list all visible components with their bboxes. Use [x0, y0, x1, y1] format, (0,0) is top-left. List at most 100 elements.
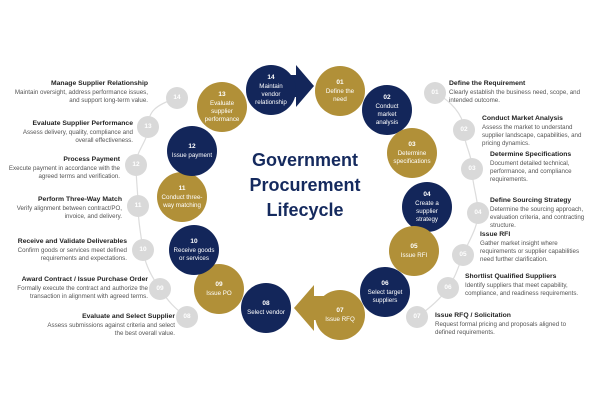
desc-body: Formally execute the contract and author…	[17, 285, 148, 301]
connector-dot-01: 01	[424, 82, 446, 104]
desc-body: Clearly establish the business need, sco…	[449, 89, 581, 105]
desc-determine-specifications: Determine Specifications Document detail…	[490, 150, 598, 184]
step-number: 04	[423, 191, 431, 199]
desc-perform-three-way-match: Perform Three-Way Match Verify alignment…	[2, 195, 122, 221]
step-number: 05	[410, 243, 418, 251]
desc-heading: Issue RFQ / Solicitation	[435, 312, 511, 319]
connector-dot-10: 10	[132, 239, 154, 261]
desc-body: Assess the market to understand supplier…	[482, 124, 582, 148]
step-label: Define the need	[325, 87, 355, 103]
desc-body: Confirm goods or services meet defined r…	[17, 247, 127, 263]
step-label: Receive goods or services	[173, 246, 215, 262]
desc-award-contract-issue-purchase-order: Award Contract / Issue Purchase Order Fo…	[0, 275, 148, 301]
step-label: Maintain vendor relationship	[255, 82, 287, 106]
desc-heading: Evaluate Supplier Performance	[32, 120, 133, 127]
desc-heading: Conduct Market Analysis	[482, 115, 563, 122]
step-label: Issue PO	[206, 289, 232, 297]
desc-body: Maintain oversight, address performance …	[14, 89, 148, 105]
desc-conduct-market-analysis: Conduct Market Analysis Assess the marke…	[482, 114, 594, 148]
desc-heading: Define the Requirement	[449, 80, 526, 87]
connector-dot-07: 07	[406, 306, 428, 328]
desc-heading: Manage Supplier Relationship	[50, 80, 148, 87]
desc-process-payment: Process Payment Execute payment in accor…	[2, 155, 120, 181]
lifecycle-step-09: 09 Issue PO	[194, 264, 244, 314]
lifecycle-step-02: 02 Conduct market analysis	[362, 85, 412, 135]
step-label: Conduct market analysis	[375, 102, 399, 126]
step-label: Determine specifications	[393, 149, 431, 165]
connector-dot-04: 04	[467, 202, 489, 224]
step-label: Issue RFQ	[325, 315, 355, 323]
desc-body: Request formal pricing and proposals ali…	[435, 321, 567, 337]
desc-heading: Award Contract / Issue Purchase Order	[21, 276, 148, 283]
step-number: 11	[178, 185, 186, 193]
step-number: 14	[267, 74, 275, 82]
desc-heading: Receive and Validate Deliverables	[17, 238, 127, 245]
desc-body: Determine the sourcing approach, evaluat…	[490, 206, 585, 230]
step-label: Issue RFI	[400, 251, 428, 259]
lifecycle-step-05: 05 Issue RFI	[389, 226, 439, 276]
desc-heading: Perform Three-Way Match	[38, 196, 122, 203]
desc-manage-supplier-relationship: Manage Supplier Relationship Maintain ov…	[13, 79, 148, 105]
connector-dot-13: 13	[137, 116, 159, 138]
connector-dot-05: 05	[452, 244, 474, 266]
desc-body: Assess submissions against criteria and …	[47, 322, 175, 338]
connector-dot-12: 12	[125, 154, 147, 176]
desc-evaluate-supplier-performance: Evaluate Supplier Performance Assess del…	[3, 119, 133, 145]
connector-dot-02: 02	[453, 119, 475, 141]
connector-dot-11: 11	[127, 195, 149, 217]
desc-receive-and-validate-deliverables: Receive and Validate Deliverables Confir…	[0, 237, 127, 263]
lifecycle-step-04: 04 Create a supplier strategy	[402, 182, 452, 232]
step-number: 10	[190, 238, 198, 246]
connector-dot-09: 09	[149, 278, 171, 300]
title-line-3: Lifecycle	[266, 200, 344, 220]
step-number: 13	[218, 91, 226, 99]
step-number: 09	[215, 281, 223, 289]
step-number: 03	[408, 141, 416, 149]
desc-heading: Evaluate and Select Supplier	[82, 313, 175, 320]
title-line-1: Government	[251, 150, 359, 170]
lifecycle-step-10: 10 Receive goods or services	[169, 225, 219, 275]
step-label: Create a supplier strategy	[415, 199, 439, 223]
lifecycle-step-11: 11 Conduct three-way matching	[157, 172, 207, 222]
step-label: Conduct three-way matching	[161, 193, 203, 209]
step-number: 08	[262, 300, 270, 308]
desc-heading: Determine Specifications	[490, 151, 572, 158]
desc-define-sourcing-strategy: Define Sourcing Strategy Determine the s…	[490, 196, 598, 230]
desc-body: Execute payment in accordance with the a…	[8, 165, 120, 181]
desc-evaluate-and-select-supplier: Evaluate and Select Supplier Assess subm…	[47, 312, 175, 338]
desc-body: Verify alignment between contract/PO, in…	[16, 205, 122, 221]
desc-define-the-requirement: Define the Requirement Clearly establish…	[449, 79, 584, 105]
lifecycle-step-07: 07 Issue RFQ	[315, 290, 365, 340]
desc-shortlist-qualified-suppliers: Shortlist Qualified Suppliers Identify s…	[465, 272, 598, 298]
connector-dot-06: 06	[437, 277, 459, 299]
desc-heading: Define Sourcing Strategy	[490, 197, 572, 204]
desc-issue-rfi: Issue RFI Gather market insight where re…	[480, 230, 592, 264]
title-line-2: Procurement	[249, 175, 361, 195]
lifecycle-step-12: 12 Issue payment	[167, 126, 217, 176]
step-label: Evaluate supplier performance	[204, 99, 240, 123]
step-label: Select target suppliers	[367, 288, 403, 304]
desc-heading: Issue RFI	[480, 231, 511, 238]
step-label: Select vendor	[247, 308, 285, 316]
desc-body: Assess delivery, quality, compliance and…	[22, 129, 133, 145]
lifecycle-step-06: 06 Select target suppliers	[360, 267, 410, 317]
connector-dot-03: 03	[461, 158, 483, 180]
desc-heading: Shortlist Qualified Suppliers	[465, 273, 557, 280]
step-number: 06	[381, 280, 389, 288]
step-number: 01	[336, 79, 344, 87]
connector-dot-14: 14	[166, 87, 188, 109]
desc-body: Document detailed technical, performance…	[490, 160, 572, 184]
lifecycle-step-13: 13 Evaluate supplier performance	[197, 82, 247, 132]
desc-body: Identify suppliers that meet capability,…	[465, 282, 579, 298]
desc-body: Gather market insight where requirements…	[480, 240, 580, 264]
lifecycle-step-14: 14 Maintain vendor relationship	[246, 65, 296, 115]
lifecycle-step-01: 01 Define the need	[315, 66, 365, 116]
page-title: Government Procurement Lifecycle	[205, 148, 405, 223]
connector-dot-08: 08	[176, 306, 198, 328]
step-number: 12	[188, 143, 196, 151]
lifecycle-step-08: 08 Select vendor	[241, 283, 291, 333]
desc-issue-rfq-solicitation: Issue RFQ / Solicitation Request formal …	[435, 311, 585, 337]
step-number: 07	[336, 307, 344, 315]
desc-heading: Process Payment	[63, 156, 120, 163]
